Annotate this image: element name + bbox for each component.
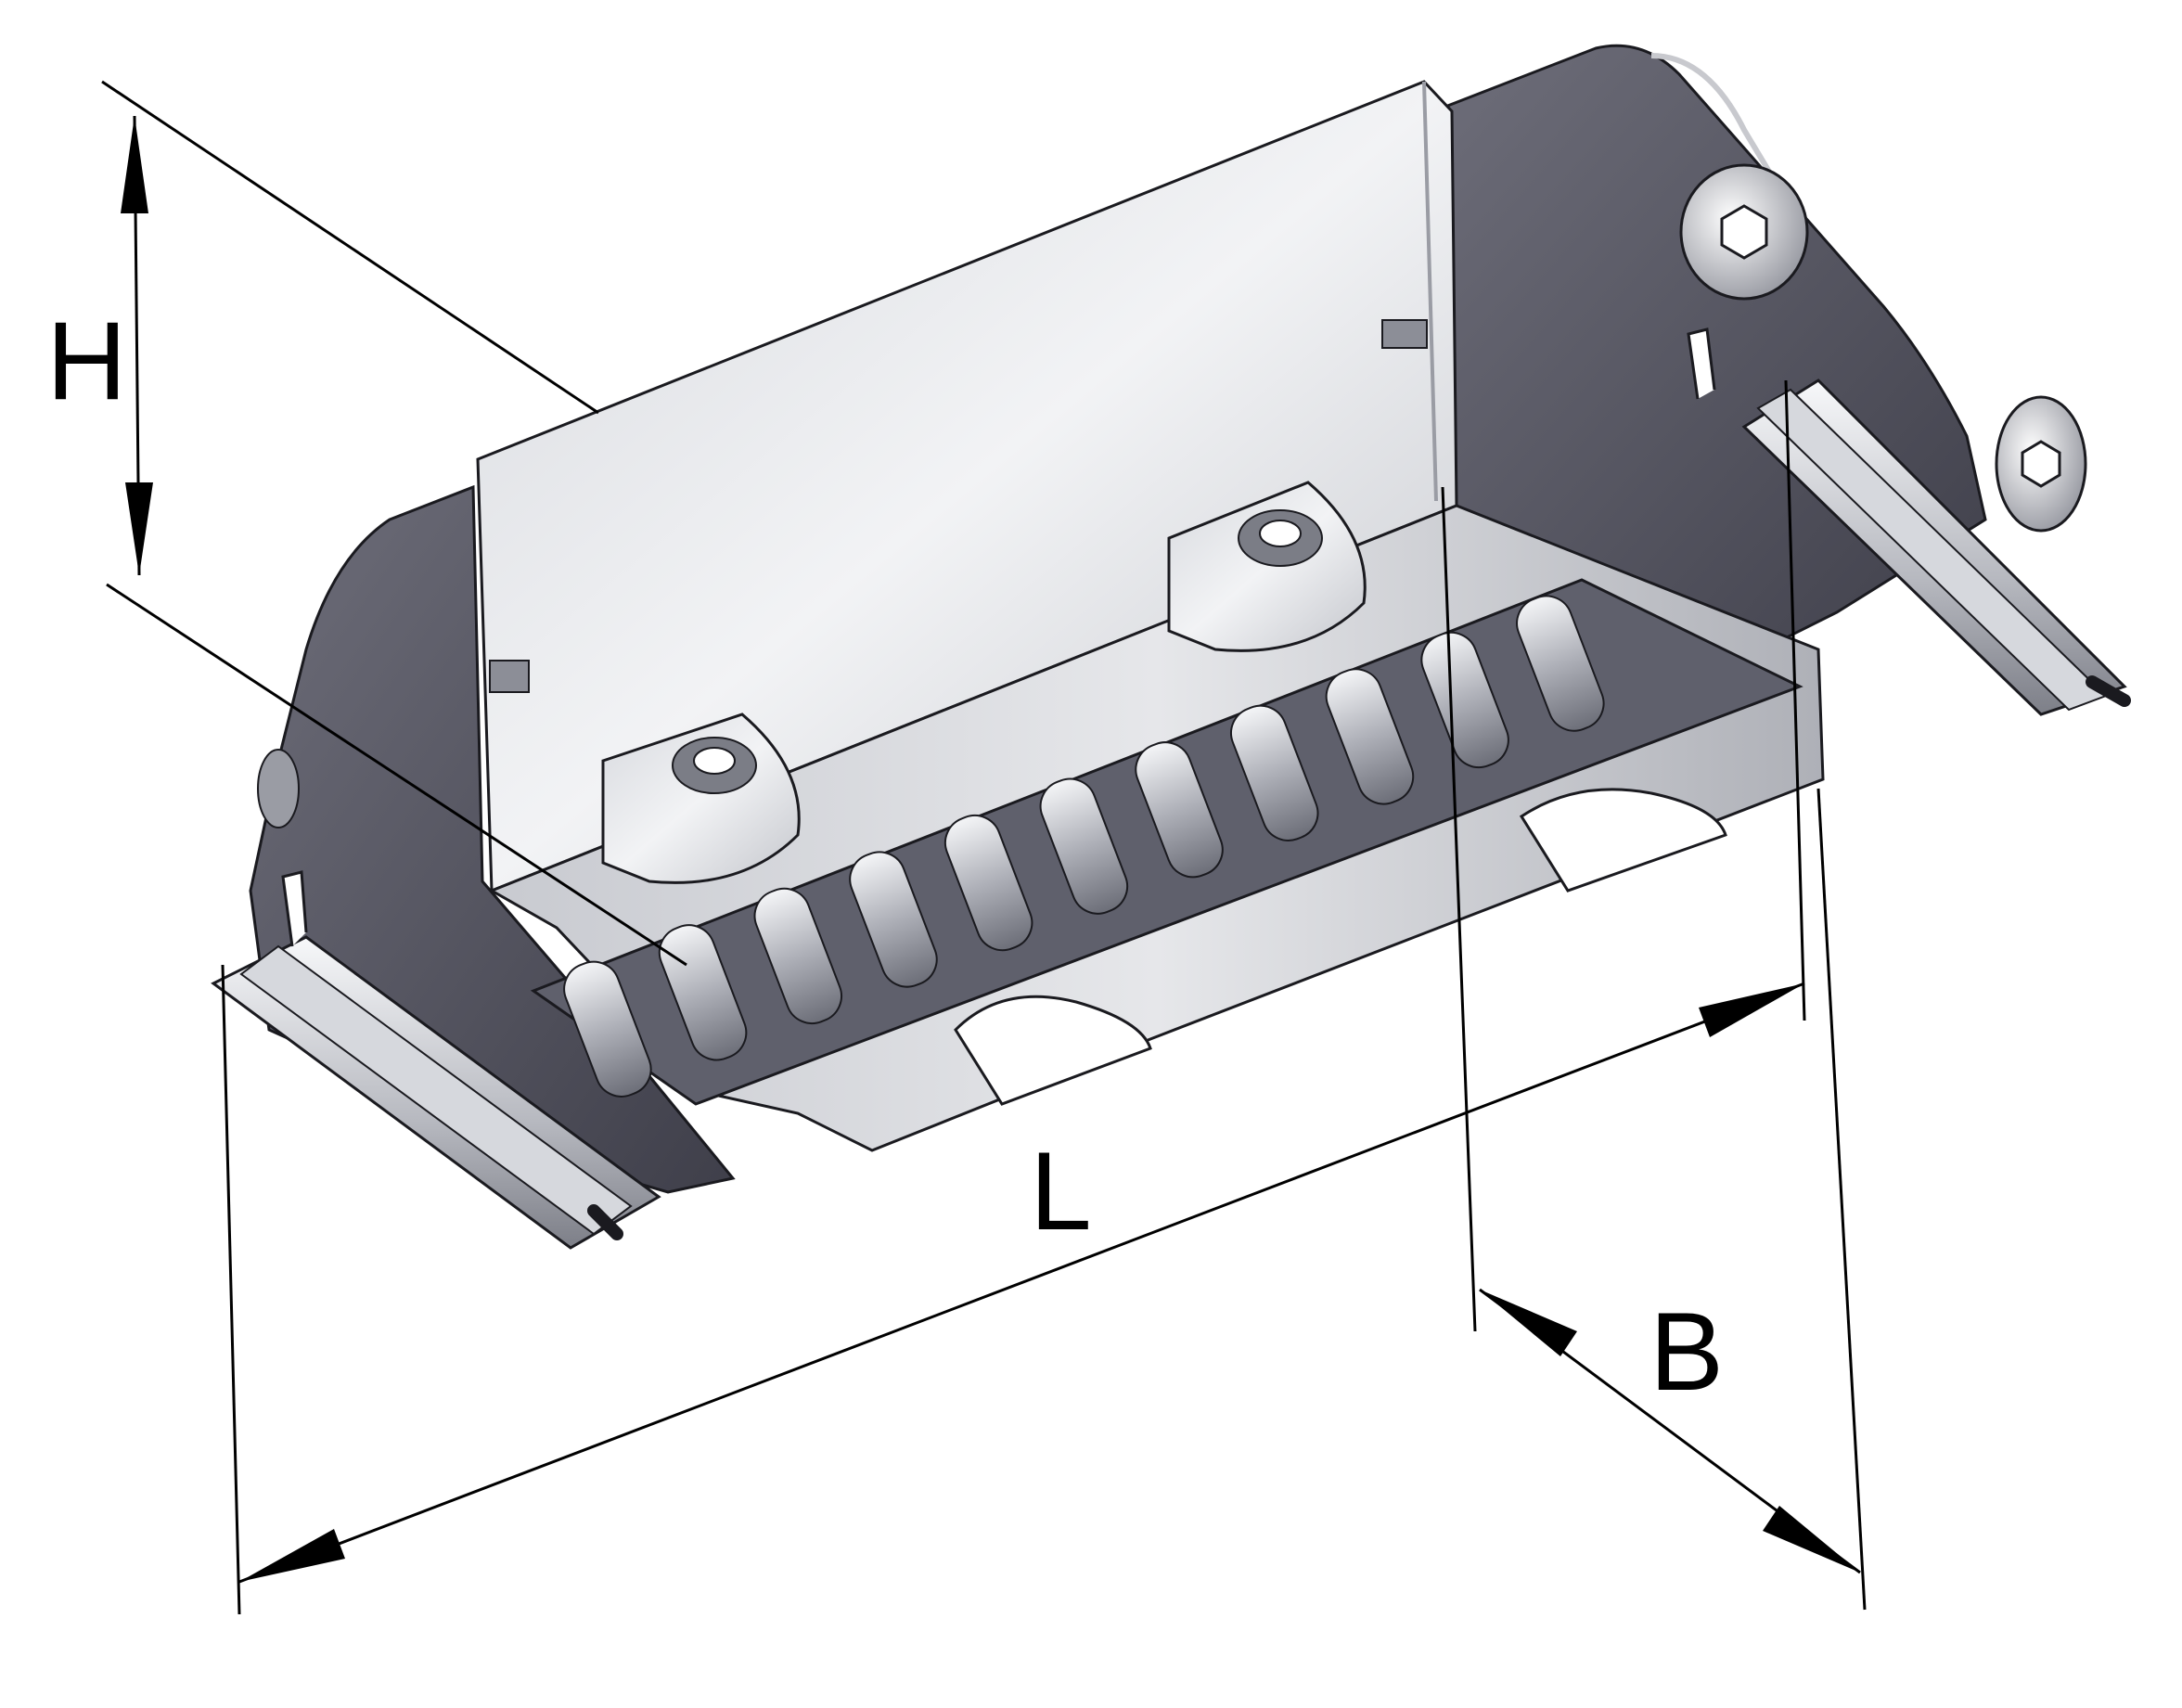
wiper-rail-right — [1687, 327, 2131, 716]
mounting-lug-right — [1167, 481, 1367, 652]
roller — [1420, 631, 1509, 769]
roller — [1039, 777, 1129, 915]
roller — [753, 887, 842, 1025]
length-arrow-right — [1699, 983, 1804, 1037]
rollers — [563, 595, 1605, 1098]
roller — [943, 814, 1033, 952]
hex-bolt-upper — [1679, 163, 1809, 301]
roller — [658, 924, 748, 1061]
top-cover-plate — [476, 80, 1458, 893]
wiper-rail-left — [211, 870, 661, 1250]
width-arrow-right — [1763, 1506, 1860, 1573]
width-extension-line-left — [1441, 486, 1477, 1332]
roller — [1325, 668, 1415, 805]
hex-bolt-lower — [1995, 395, 2087, 533]
height-extension-line-top — [101, 80, 599, 415]
dimension-width: B — [1441, 486, 1867, 1611]
dimension-length: L — [221, 379, 1806, 1615]
height-extension-line-bottom — [106, 583, 687, 967]
mounting-lug-left — [601, 713, 801, 884]
length-extension-line-left — [221, 964, 241, 1615]
roller — [1230, 704, 1319, 841]
height-arrow-top — [121, 116, 148, 213]
height-arrow-bottom — [125, 482, 153, 575]
width-extension-line-right — [1816, 788, 1867, 1611]
length-extension-line-right — [1784, 379, 1806, 1021]
roller — [563, 960, 652, 1098]
width-arrow-left — [1480, 1290, 1577, 1356]
dimension-height: H — [46, 80, 687, 967]
roller — [1516, 595, 1605, 732]
width-label: B — [1649, 1290, 1724, 1414]
roller — [849, 851, 938, 988]
length-dimension-line — [238, 982, 1805, 1584]
height-label: H — [46, 299, 127, 423]
length-label: L — [1030, 1129, 1092, 1253]
length-arrow-left — [239, 1529, 345, 1582]
roller — [1135, 741, 1224, 879]
